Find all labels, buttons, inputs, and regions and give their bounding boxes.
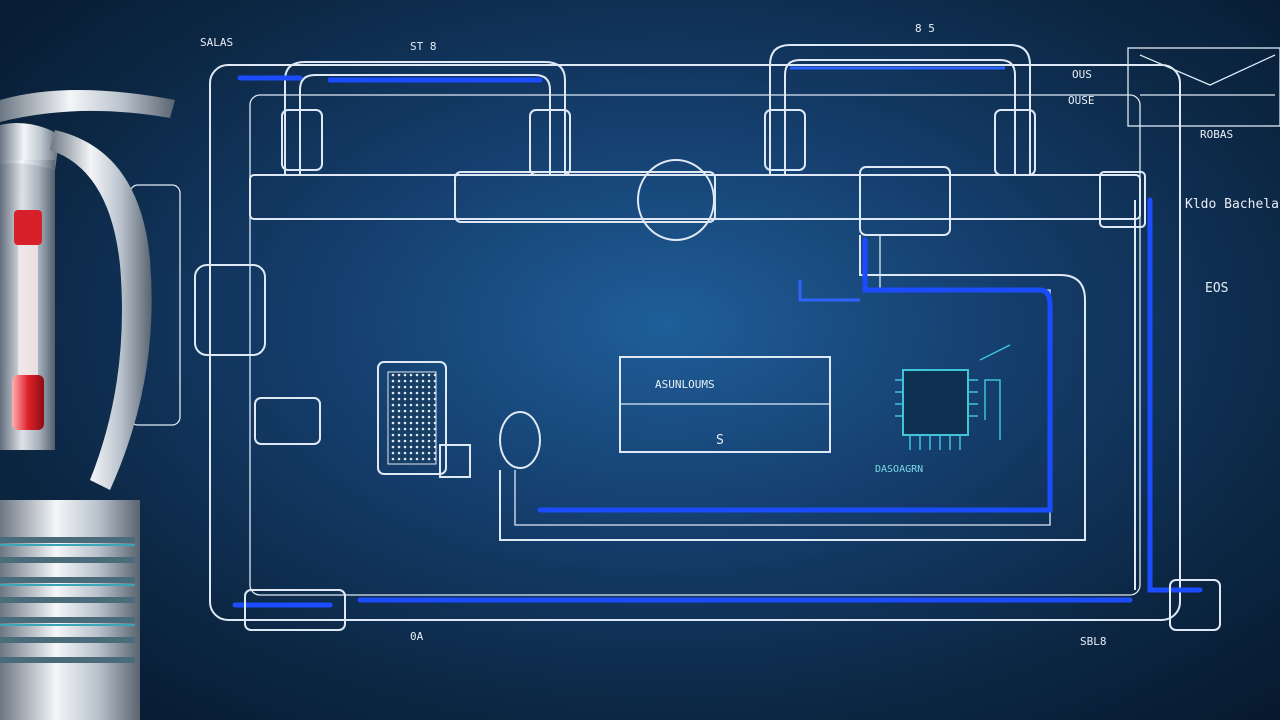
outer-pipe-loop xyxy=(209,64,1181,621)
label-bottom-2: SBL8 xyxy=(1080,635,1107,648)
label-right-3: ROBAS xyxy=(1200,128,1233,141)
pipe-u-left-inner xyxy=(299,74,551,175)
pump-housing xyxy=(637,159,715,241)
flow-highlight-riser xyxy=(1147,197,1203,593)
flow-branch xyxy=(798,280,860,302)
heater-terminal xyxy=(439,444,471,478)
side-tank xyxy=(194,264,266,356)
inner-pipe-loop xyxy=(249,94,1141,596)
label-center-box-2: S xyxy=(716,433,724,448)
label-center-box-1: ASUNLOUMS xyxy=(655,378,715,391)
label-top-a: ST 8 xyxy=(410,40,437,53)
label-bottom-1: 0A xyxy=(410,630,424,643)
label-right-2: OUSE xyxy=(1068,94,1095,107)
pipe-u-right xyxy=(769,44,1031,175)
label-right-1: OUS xyxy=(1072,68,1092,81)
pipe-u-left xyxy=(284,61,566,175)
flow-highlight-top-left xyxy=(237,75,543,83)
left-valve-block xyxy=(254,397,321,445)
flow-highlight-bottom xyxy=(232,597,1133,608)
label-chip: DASOAGRN xyxy=(875,464,923,475)
microchip-icon xyxy=(895,344,1011,450)
inline-sensor xyxy=(499,411,541,469)
heater-grid xyxy=(387,371,437,465)
bottom-coupling xyxy=(244,589,346,631)
pipe-u-right-inner xyxy=(784,59,1016,175)
heater-element xyxy=(377,361,447,475)
flow-highlight-return xyxy=(537,237,1053,513)
end-fitting xyxy=(1099,171,1146,228)
detail-diagram xyxy=(1127,47,1280,127)
valve-right-a xyxy=(764,109,806,171)
detail-diagram-lines xyxy=(1139,54,1276,96)
heat-exchanger-icon xyxy=(859,166,951,236)
header-section xyxy=(454,171,716,223)
label-top-b: 8 5 xyxy=(915,22,935,35)
label-top-left: SALAS xyxy=(200,36,233,49)
sprinkler-head-icon xyxy=(0,90,175,720)
label-right-4: Kldo Bachelar xyxy=(1185,197,1280,212)
bottom-right-elbow xyxy=(1169,579,1221,631)
label-right-5: EOS xyxy=(1205,281,1228,296)
header-pipe xyxy=(249,174,1141,220)
return-loop-outer xyxy=(499,235,1086,541)
valve-left-a xyxy=(281,109,323,171)
